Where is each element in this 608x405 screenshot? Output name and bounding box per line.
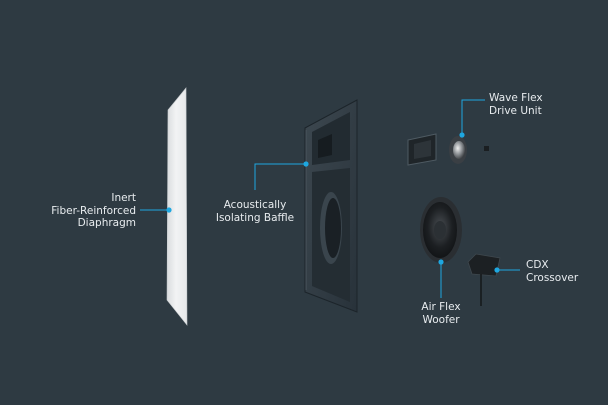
- wave-flex-label: Wave Flex Drive Unit: [489, 92, 543, 117]
- callout-dots: [166, 132, 500, 273]
- crossover-label: CDX Crossover: [526, 259, 579, 284]
- baffle-frame: [304, 99, 358, 313]
- diaphragm-label: Inert Fiber-Reinforced Diaphragm: [51, 192, 136, 229]
- cdx-crossover: [467, 253, 501, 306]
- baffle-label: Acoustically Isolating Baffle: [215, 199, 295, 224]
- wave-flex-drive-unit: [407, 133, 489, 166]
- callout-lines: [140, 99, 520, 298]
- woofer-label: Air Flex Woofer: [421, 301, 461, 326]
- diaphragm-panel: [166, 87, 188, 326]
- air-flex-woofer: [420, 197, 462, 263]
